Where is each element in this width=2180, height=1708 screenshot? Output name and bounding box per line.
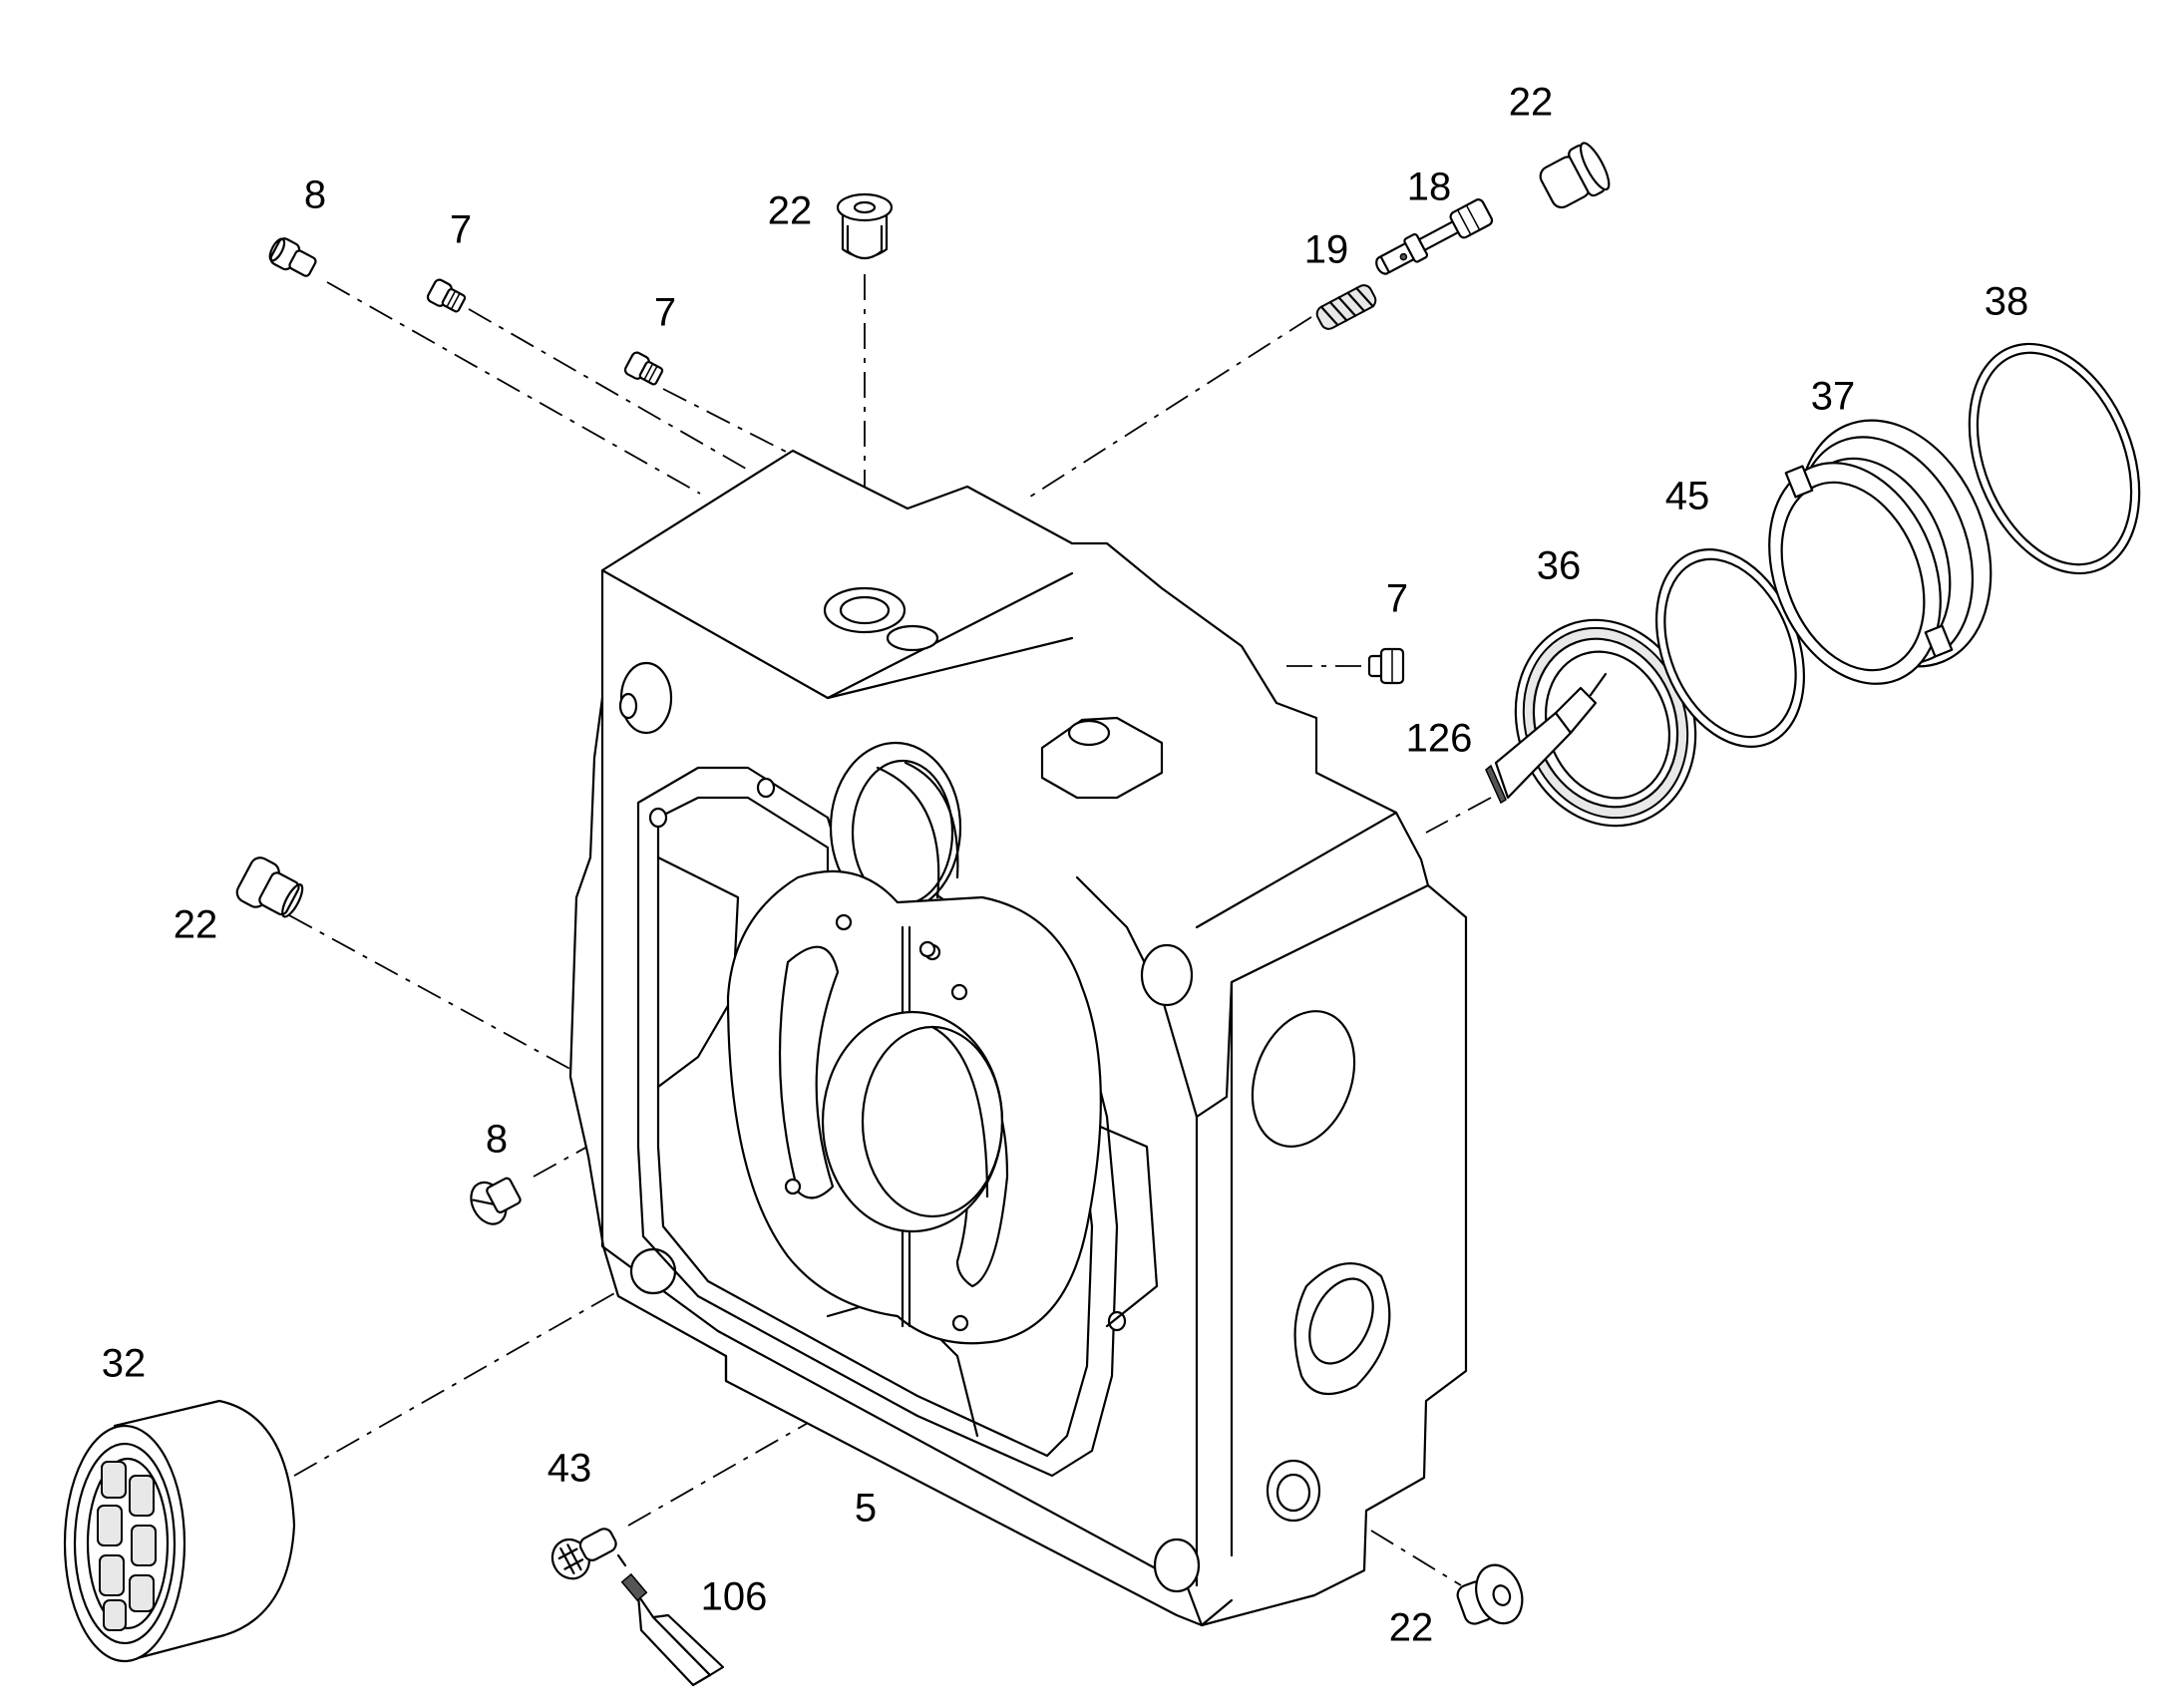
screw-plug-22-top — [836, 192, 894, 260]
callout-8-mid: 8 — [486, 1118, 508, 1162]
callout-5: 5 — [855, 1487, 877, 1531]
o-ring-45 — [1654, 548, 1806, 748]
valve-piston-18 — [1375, 198, 1494, 275]
roller-bearing-32 — [63, 1399, 296, 1663]
screw-plug-22-bottom — [1456, 1563, 1524, 1625]
callout-37: 37 — [1811, 375, 1856, 419]
callout-7-a: 7 — [450, 208, 472, 252]
screw-plug-7-a — [426, 278, 467, 313]
adhesive-tube-106 — [616, 1553, 725, 1687]
callout-22-left: 22 — [174, 903, 218, 947]
callout-22-bottom: 22 — [1389, 1606, 1434, 1650]
callout-32: 32 — [102, 1342, 147, 1386]
callout-18: 18 — [1407, 166, 1452, 209]
callout-7-b: 7 — [654, 291, 676, 335]
screw-plug-8-mid — [470, 1177, 522, 1225]
callout-38: 38 — [1985, 280, 2029, 324]
spring-19 — [1315, 284, 1377, 330]
screw-plug-22-topright — [1539, 142, 1611, 209]
screw-plug-8-top — [268, 237, 317, 277]
o-ring-38 — [1968, 342, 2141, 575]
callout-22-topright: 22 — [1509, 81, 1554, 125]
callout-22-top: 22 — [768, 189, 813, 233]
callout-19: 19 — [1304, 228, 1349, 272]
callout-106: 106 — [701, 1575, 768, 1619]
callout-36: 36 — [1537, 544, 1582, 588]
callout-labels: 8 7 7 22 19 18 22 38 37 45 36 7 126 22 8… — [102, 81, 2029, 1650]
screw-43 — [550, 1528, 617, 1580]
callout-126: 126 — [1406, 717, 1473, 761]
sleeve-37 — [1768, 419, 1993, 685]
grease-tube-126 — [1485, 672, 1608, 805]
callout-7-right: 7 — [1386, 577, 1408, 621]
pump-housing — [568, 449, 1468, 1627]
callout-8-top: 8 — [304, 173, 326, 217]
shaft-seal-36 — [1514, 618, 1697, 828]
screw-plug-7-b — [623, 351, 664, 386]
screw-plug-22-left — [235, 856, 304, 918]
callout-45: 45 — [1665, 475, 1710, 518]
callout-43: 43 — [547, 1447, 592, 1491]
screw-plug-7-right — [1367, 647, 1405, 685]
